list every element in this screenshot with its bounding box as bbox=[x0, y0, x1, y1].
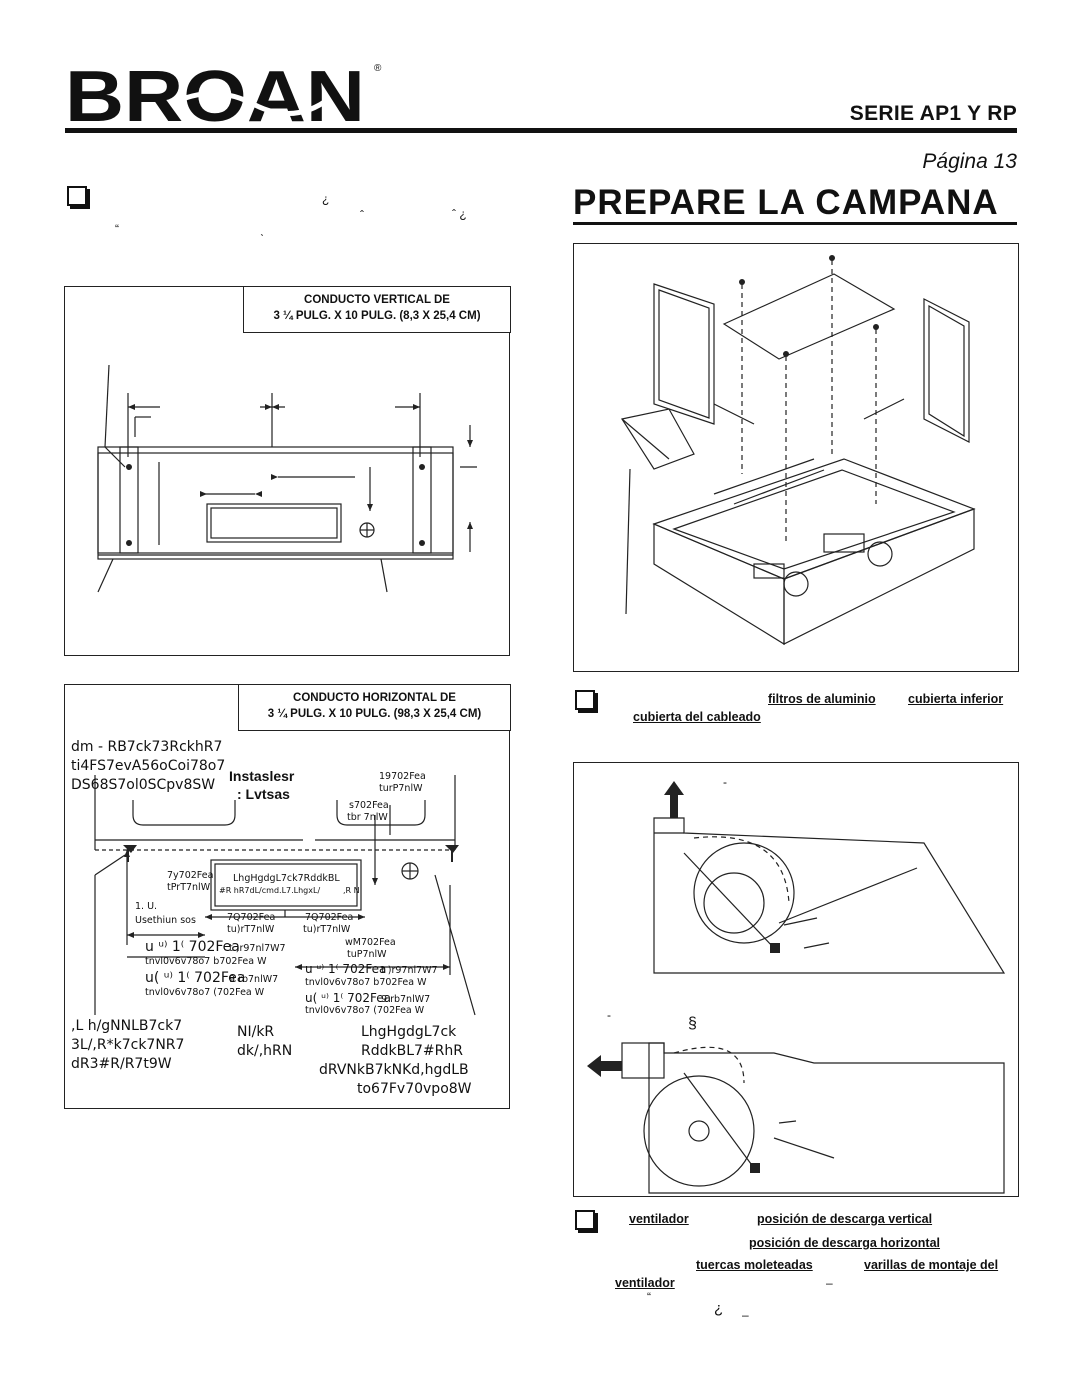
diagram-text: ,L h/gNNLB7ck7 bbox=[71, 1018, 183, 1034]
diagram-text: DS68S7ol0SCpv8SW bbox=[71, 777, 216, 793]
diagram-text: 9 rb7nlW7 bbox=[381, 994, 431, 1005]
horizontal-duct-label: CONDUCTO HORIZONTAL DE 3 ¼ PULG. X 10 PU… bbox=[238, 684, 511, 731]
fan-label: § bbox=[688, 1015, 697, 1032]
vertical-discharge-term: posición de descarga vertical bbox=[757, 1212, 933, 1226]
diagram-text: tu)rT7nlW bbox=[303, 924, 351, 935]
diagram-text: turP7nlW bbox=[379, 783, 423, 794]
diagram-text: 7y702Fea bbox=[167, 870, 214, 881]
diagram-text: ,R N bbox=[343, 886, 360, 895]
vertical-duct-drawing bbox=[97, 364, 477, 593]
step2-checkbox[interactable] bbox=[575, 690, 595, 710]
vertical-duct-label-line1: CONDUCTO VERTICAL DE bbox=[304, 294, 450, 306]
fan-label: - bbox=[723, 775, 727, 789]
vertical-duct-diagram: CONDUCTO VERTICAL DE 3 ¼ PULG. X 10 PULG… bbox=[64, 286, 511, 656]
mounting-rods-term: varillas de montaje del bbox=[864, 1258, 999, 1272]
knurled-nuts-term: tuercas moleteadas bbox=[696, 1258, 813, 1272]
diagram-text: ti4FS7evA56oCoi78o7 bbox=[71, 758, 226, 774]
diagram-text: 9 rb7nlW7 bbox=[229, 974, 279, 985]
diagram-text: 7Q702Fea bbox=[227, 912, 276, 923]
fan-drawing bbox=[587, 781, 1006, 1194]
fan-term: ventilador bbox=[629, 1212, 689, 1226]
diagram-text: 3L/,R*k7ck7NR7 bbox=[71, 1037, 185, 1053]
horizontal-duct-diagram: CONDUCTO HORIZONTAL DE 3 ¼ PULG. X 10 PU… bbox=[64, 684, 511, 1109]
hood-exploded-illustration bbox=[573, 243, 1019, 672]
diagram-text: t )r97nl7W7 bbox=[381, 965, 438, 976]
diagram-text: tu)rT7nlW bbox=[227, 924, 275, 935]
diagram-text: 19702Fea bbox=[379, 771, 426, 782]
diagram-text: tnvl0v6v78o7 (702Fea W bbox=[305, 1005, 425, 1016]
diagram-text: u ᵘ⁾ 1⁽ 702Fea bbox=[145, 939, 240, 955]
hood-drawing bbox=[621, 255, 976, 646]
fan-orientation-illustration: - - § bbox=[573, 762, 1019, 1197]
diagram-text: 7Q702Fea bbox=[305, 912, 354, 923]
horizontal-duct-label-line1: CONDUCTO HORIZONTAL DE bbox=[293, 692, 456, 704]
text-glyph: ¿ bbox=[714, 1300, 724, 1317]
diagram-text: u( ᵘ⁾ 1⁽ 702Fea bbox=[145, 970, 246, 986]
horizontal-duct-label-line2: 3 ¼ PULG. X 10 PULG. (98,3 X 25,4 CM) bbox=[267, 708, 482, 720]
diagram-text: u ᵘ⁾ 1⁽ 702Fea bbox=[305, 962, 387, 976]
wiring-cover-term: cubierta del cableado bbox=[633, 710, 761, 724]
text-glyph: – bbox=[826, 1276, 833, 1290]
diagram-text: tnvl0v6v78o7 b702Fea W bbox=[305, 977, 427, 988]
text-glyph: ¿ bbox=[322, 192, 330, 206]
horizontal-discharge-term: posición de descarga horizontal bbox=[749, 1236, 941, 1250]
filters-term: filtros de aluminio bbox=[768, 692, 876, 706]
diagram-text: s702Fea bbox=[349, 800, 389, 811]
vertical-duct-label: CONDUCTO VERTICAL DE 3 ¼ PULG. X 10 PULG… bbox=[243, 286, 511, 333]
diagram-text: tbr 7nlW bbox=[347, 812, 388, 823]
diagram-text: LhgHgdgL7ck bbox=[361, 1024, 457, 1040]
diagram-text: Usethiun sos bbox=[135, 915, 196, 926]
diagram-text: LhgHgdgL7ck7RddkBL bbox=[233, 873, 340, 884]
diagram-text: : Lvtsas bbox=[237, 786, 290, 802]
diagram-text: dRVNkB7kNKd,hgdLB bbox=[319, 1062, 469, 1078]
text-glyph: “ bbox=[115, 222, 119, 236]
diagram-text: Instaslesr bbox=[229, 768, 295, 784]
diagram-text: to67Fv70vpo8W bbox=[357, 1081, 472, 1097]
diagram-text: NI/kR bbox=[237, 1024, 275, 1040]
diagram-text: dk/,hRN bbox=[237, 1043, 293, 1059]
diagram-text: RddkBL7#RhR bbox=[361, 1043, 463, 1059]
registered-mark: ® bbox=[374, 63, 382, 74]
page-number: Página 13 bbox=[922, 150, 1017, 173]
diagram-text: tuP7nlW bbox=[347, 949, 387, 960]
diagram-text: 1. U. bbox=[135, 901, 158, 912]
text-glyph: ˋ bbox=[260, 232, 264, 246]
text-glyph: ˆ ¿ bbox=[452, 207, 467, 221]
vertical-duct-label-line2: 3 ¼ PULG. X 10 PULG. (8,3 X 25,4 CM) bbox=[273, 310, 481, 322]
fan-term-2: ventilador bbox=[615, 1276, 675, 1290]
text-glyph: ˆ bbox=[360, 208, 364, 222]
diagram-text: u( ᵘ⁾ 1⁽ 702Fea bbox=[305, 991, 392, 1005]
diagram-text: dm - RB7ck73RckhR7 bbox=[71, 739, 223, 755]
diagram-text: tnvl0v6v78o7 b702Fea W bbox=[145, 956, 267, 967]
horizontal-duct-drawing bbox=[94, 775, 476, 1016]
fan-label: - bbox=[607, 1008, 611, 1022]
diagram-text: dR3#R/R7t9W bbox=[71, 1056, 172, 1072]
series-title: SERIE AP1 Y RP bbox=[849, 102, 1017, 125]
bottom-cover-term: cubierta inferior bbox=[908, 692, 1004, 706]
diagram-text: tPrT7nlW bbox=[167, 882, 211, 893]
diagram-text: #R hR7dL/cmd.L7.LhgxL/ bbox=[219, 886, 321, 895]
step1-checkbox[interactable] bbox=[67, 186, 87, 206]
text-glyph: – bbox=[742, 1308, 749, 1322]
text-glyph: “ bbox=[647, 1290, 651, 1304]
diagram-text: tnvl0v6v78o7 (702Fea W bbox=[145, 987, 265, 998]
step3-checkbox[interactable] bbox=[575, 1210, 595, 1230]
diagram-text: wM702Fea bbox=[345, 937, 396, 948]
header-rule bbox=[65, 128, 1017, 133]
title-rule bbox=[573, 222, 1017, 225]
broan-logo: BROAN bbox=[65, 63, 365, 129]
section-title: PREPARE LA CAMPANA bbox=[573, 183, 999, 222]
diagram-text: t )r97nl7W7 bbox=[229, 943, 286, 954]
